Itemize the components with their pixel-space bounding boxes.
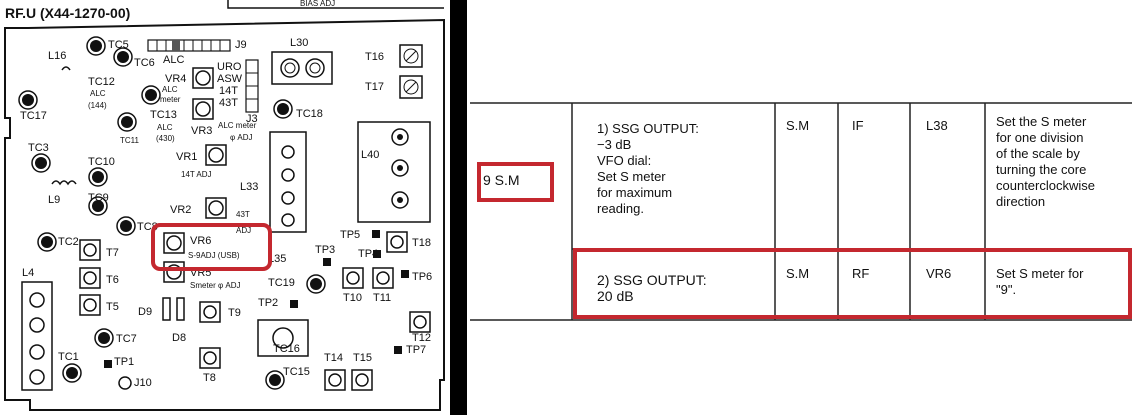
- label-tc17: TC17: [20, 110, 47, 122]
- table-input-cell: 2) SSG OUTPUT: 20 dB: [597, 272, 707, 304]
- label-vr2: VR2: [170, 204, 192, 216]
- label-j3: J3: [246, 113, 258, 125]
- label-l30: L30: [290, 37, 309, 49]
- label-t14: T14: [324, 352, 343, 364]
- label-tc11: TC11: [120, 136, 139, 145]
- label-tc9: TC9: [88, 192, 109, 204]
- label-tc2: TC2: [58, 236, 79, 248]
- label-d9: D9: [138, 306, 153, 318]
- label-tp6: TP6: [412, 271, 433, 283]
- label-tc18: TC18: [296, 108, 323, 120]
- label-tp1: TP1: [114, 356, 135, 368]
- label-t17: T17: [365, 81, 384, 93]
- board-outline-drawing: [4, 0, 445, 411]
- table-testpoint-cell: IF: [852, 118, 864, 133]
- label-asw: ASW: [217, 73, 243, 85]
- label-j9: J9: [235, 39, 247, 51]
- label-14t: 14T: [219, 85, 238, 97]
- label-tp3: TP3: [315, 244, 336, 256]
- label-tc15: TC15: [283, 366, 310, 378]
- label-tc16: TC16: [273, 343, 300, 355]
- label-t16: T16: [365, 51, 384, 63]
- table-testpoint-cell: RF: [852, 266, 870, 281]
- table-item-cell: 9 S.M: [483, 172, 520, 188]
- black-divider: [450, 0, 467, 415]
- label-t7: T7: [106, 247, 119, 259]
- table-output-cell: S.M: [786, 266, 810, 281]
- label-14t-adj: 14T ADJ: [181, 170, 212, 179]
- label-vr1: VR1: [176, 151, 198, 163]
- label-alc-meter1: ALC: [162, 85, 178, 94]
- label-tc10: TC10: [88, 156, 115, 168]
- label-tc13: TC13: [150, 109, 177, 121]
- circuit-board-diagram: RF.U (X44-1270-00) BIAS ADJ L16 TC5 TC6 …: [0, 0, 450, 415]
- label-l40: L40: [361, 149, 380, 161]
- label-430: (430): [156, 134, 175, 143]
- label-tc5: TC5: [108, 39, 129, 51]
- table-output-cell: S.M: [786, 118, 810, 133]
- vr6-highlight: [151, 223, 272, 271]
- label-t6: T6: [106, 274, 119, 286]
- label-tc3: TC3: [28, 142, 49, 154]
- label-tc19: TC19: [268, 277, 295, 289]
- label-43t: 43T: [219, 97, 238, 109]
- label-t9: T9: [228, 307, 241, 319]
- label-uro: URO: [217, 61, 242, 73]
- label-alc-144: ALC: [90, 89, 106, 98]
- table-adjust-cell: L38: [926, 118, 948, 133]
- label-t11: T11: [373, 292, 392, 304]
- label-43t-b: 43T: [236, 210, 250, 219]
- label-d8: D8: [172, 332, 187, 344]
- label-l16: L16: [48, 50, 67, 62]
- label-s9-adj: S-9ADJ (USB): [188, 251, 240, 260]
- table-procedure-cell: Set the S meter for one division of the …: [996, 114, 1095, 209]
- item-highlight: [477, 162, 554, 202]
- label-t12: T12: [412, 332, 431, 344]
- label-t18: T18: [412, 237, 431, 249]
- label-t5: T5: [106, 301, 119, 313]
- label-alc-meter2: ALC meter: [218, 121, 257, 130]
- table-procedure-cell: Set S meter for "9".: [996, 266, 1084, 297]
- label-vr5: VR5: [190, 267, 212, 279]
- bias-adj-label: BIAS ADJ: [300, 0, 336, 8]
- label-tc12: TC12: [88, 76, 115, 88]
- label-l9: L9: [48, 194, 61, 206]
- label-tc6: TC6: [134, 57, 155, 69]
- row-highlight: [573, 248, 1132, 319]
- label-tc1: TC1: [58, 351, 79, 363]
- label-smeter-adj: Smeter φ ADJ: [190, 281, 241, 290]
- label-adj-b: ADJ: [236, 226, 252, 235]
- label-alc-430: ALC: [157, 123, 173, 132]
- label-t10: T10: [343, 292, 362, 304]
- label-vr3: VR3: [191, 125, 213, 137]
- label-phi-adj: φ ADJ: [230, 133, 253, 142]
- label-144: (144): [88, 101, 107, 110]
- label-l33: L33: [240, 181, 259, 193]
- label-l35: L35: [268, 253, 287, 265]
- label-tc8: TC8: [137, 221, 158, 233]
- table-adjust-cell: VR6: [926, 266, 952, 281]
- label-alc1: ALC: [163, 54, 185, 66]
- label-tp4: TP4: [358, 248, 379, 260]
- label-l4: L4: [22, 267, 35, 279]
- table-input-cell: 1) SSG OUTPUT: −3 dB VFO dial: Set S met…: [597, 121, 699, 216]
- label-tp5: TP5: [340, 229, 361, 241]
- label-t8: T8: [203, 372, 216, 384]
- label-vr6: VR6: [190, 235, 212, 247]
- label-vr4: VR4: [165, 73, 187, 85]
- label-meter1: meter: [160, 95, 181, 104]
- label-t15: T15: [353, 352, 372, 364]
- label-tp2: TP2: [258, 297, 279, 309]
- board-title: RF.U (X44-1270-00): [5, 5, 131, 21]
- label-j10: J10: [134, 377, 152, 389]
- label-tc7: TC7: [116, 333, 137, 345]
- label-tp7: TP7: [406, 344, 427, 356]
